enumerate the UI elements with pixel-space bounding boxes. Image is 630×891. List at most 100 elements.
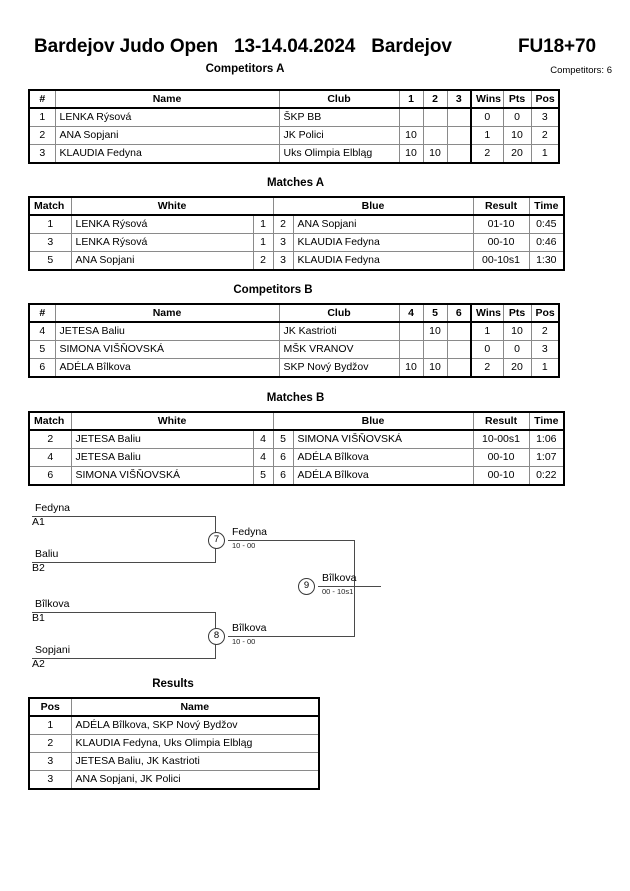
cell-white-num: 1 xyxy=(252,233,274,252)
bracket-entry-seed-2: B2 xyxy=(32,562,45,574)
cell-num: 2 xyxy=(28,126,56,145)
cell-pos: 1 xyxy=(28,715,72,735)
col-num: # xyxy=(28,89,56,109)
table-header-row: # Name Club 1 2 3 Wins Pts Pos xyxy=(28,89,560,109)
cell-score-3 xyxy=(446,107,472,127)
col-opp-2: 2 xyxy=(422,89,448,109)
bracket-line xyxy=(32,516,215,517)
bracket-line xyxy=(354,540,355,637)
cell-pos: 3 xyxy=(28,752,72,771)
col-match: Match xyxy=(28,411,72,431)
section-caption-competitors-b: Competitors B xyxy=(233,284,313,296)
bracket-line xyxy=(32,658,215,659)
col-opp-6: 6 xyxy=(446,303,472,323)
cell-blue: ANA Sopjani xyxy=(292,214,474,234)
col-opp-1: 1 xyxy=(398,89,424,109)
cell-score-1 xyxy=(398,107,424,127)
col-opp-4: 4 xyxy=(398,303,424,323)
cell-pos: 1 xyxy=(530,144,560,164)
col-blue: Blue xyxy=(272,411,474,431)
cell-white: JETESA Baliu xyxy=(70,429,254,449)
table-header-row: Match White Blue Result Time xyxy=(28,196,565,216)
cell-pos: 3 xyxy=(530,107,560,127)
event-dates: 13-14.04.2024 xyxy=(234,36,356,57)
cell-blue: KLAUDIA Fedyna xyxy=(292,251,474,271)
col-opp-5: 5 xyxy=(422,303,448,323)
section-caption-results: Results xyxy=(152,678,194,690)
bracket-entry-seed-4: A2 xyxy=(32,658,45,670)
cell-score-1: 10 xyxy=(398,358,424,378)
cell-wins: 1 xyxy=(470,321,504,341)
col-result: Result xyxy=(472,196,530,216)
cell-blue: SIMONA VIŠŇOVSKÁ xyxy=(292,429,474,449)
cell-white: ANA Sopjani xyxy=(70,251,254,271)
cell-num: 3 xyxy=(28,144,56,164)
cell-name: KLAUDIA Fedyna, Uks Olimpia Elbląg xyxy=(70,734,320,753)
cell-blue: KLAUDIA Fedyna xyxy=(292,233,474,252)
col-opp-3: 3 xyxy=(446,89,472,109)
cell-blue-num: 2 xyxy=(272,214,294,234)
cell-score-2: 10 xyxy=(422,358,448,378)
cell-pts: 0 xyxy=(502,107,532,127)
col-wins: Wins xyxy=(470,303,504,323)
cell-name: ADÉLA Bîlkova xyxy=(54,358,280,378)
cell-score-3 xyxy=(446,126,472,145)
cell-white-num: 2 xyxy=(252,251,274,271)
col-time: Time xyxy=(528,196,565,216)
cell-blue: ADÉLA Bîlkova xyxy=(292,448,474,467)
cell-wins: 0 xyxy=(470,107,504,127)
col-wins: Wins xyxy=(470,89,504,109)
cell-pos: 2 xyxy=(530,321,560,341)
col-pos: Pos xyxy=(530,89,560,109)
bracket-final-winner: Bîlkova xyxy=(322,572,357,584)
bracket-final-score: 00 - 10s1 xyxy=(322,587,354,596)
bracket-entry-name-1: Fedyna xyxy=(35,502,71,514)
cell-name: ANA Sopjani xyxy=(54,126,280,145)
cell-club: JK Polici xyxy=(278,126,400,145)
bracket-line xyxy=(228,540,354,541)
page-header: Bardejov Judo Open 13-14.04.2024 Bardejo… xyxy=(0,36,630,88)
section-caption-matches-a: Matches A xyxy=(266,177,325,189)
cell-pos: 3 xyxy=(530,340,560,359)
cell-white-num: 4 xyxy=(252,429,274,449)
cell-match: 1 xyxy=(28,214,72,234)
event-city: Bardejov xyxy=(371,36,452,57)
cell-name: SIMONA VIŠŇOVSKÁ xyxy=(54,340,280,359)
cell-name: JETESA Baliu, JK Kastrioti xyxy=(70,752,320,771)
cell-result: 00-10s1 xyxy=(472,251,530,271)
col-name: Name xyxy=(70,697,320,717)
cell-name: KLAUDIA Fedyna xyxy=(54,144,280,164)
cell-match: 2 xyxy=(28,429,72,449)
cell-pos: 3 xyxy=(28,770,72,790)
bracket-node-9: 9 xyxy=(298,578,315,595)
cell-name: JETESA Baliu xyxy=(54,321,280,341)
cell-club: SKP Nový Bydžov xyxy=(278,358,400,378)
cell-white-num: 4 xyxy=(252,448,274,467)
table-header-row: # Name Club 4 5 6 Wins Pts Pos xyxy=(28,303,560,323)
cell-match: 3 xyxy=(28,233,72,252)
cell-result: 00-10 xyxy=(472,233,530,252)
cell-club: ŠKP BB xyxy=(278,107,400,127)
cell-pos: 2 xyxy=(530,126,560,145)
table-header-row: Match White Blue Result Time xyxy=(28,411,565,431)
cell-white: JETESA Baliu xyxy=(70,448,254,467)
col-name: Name xyxy=(54,89,280,109)
cell-score-3 xyxy=(446,321,472,341)
section-caption-competitors-a: Competitors A xyxy=(205,63,285,75)
